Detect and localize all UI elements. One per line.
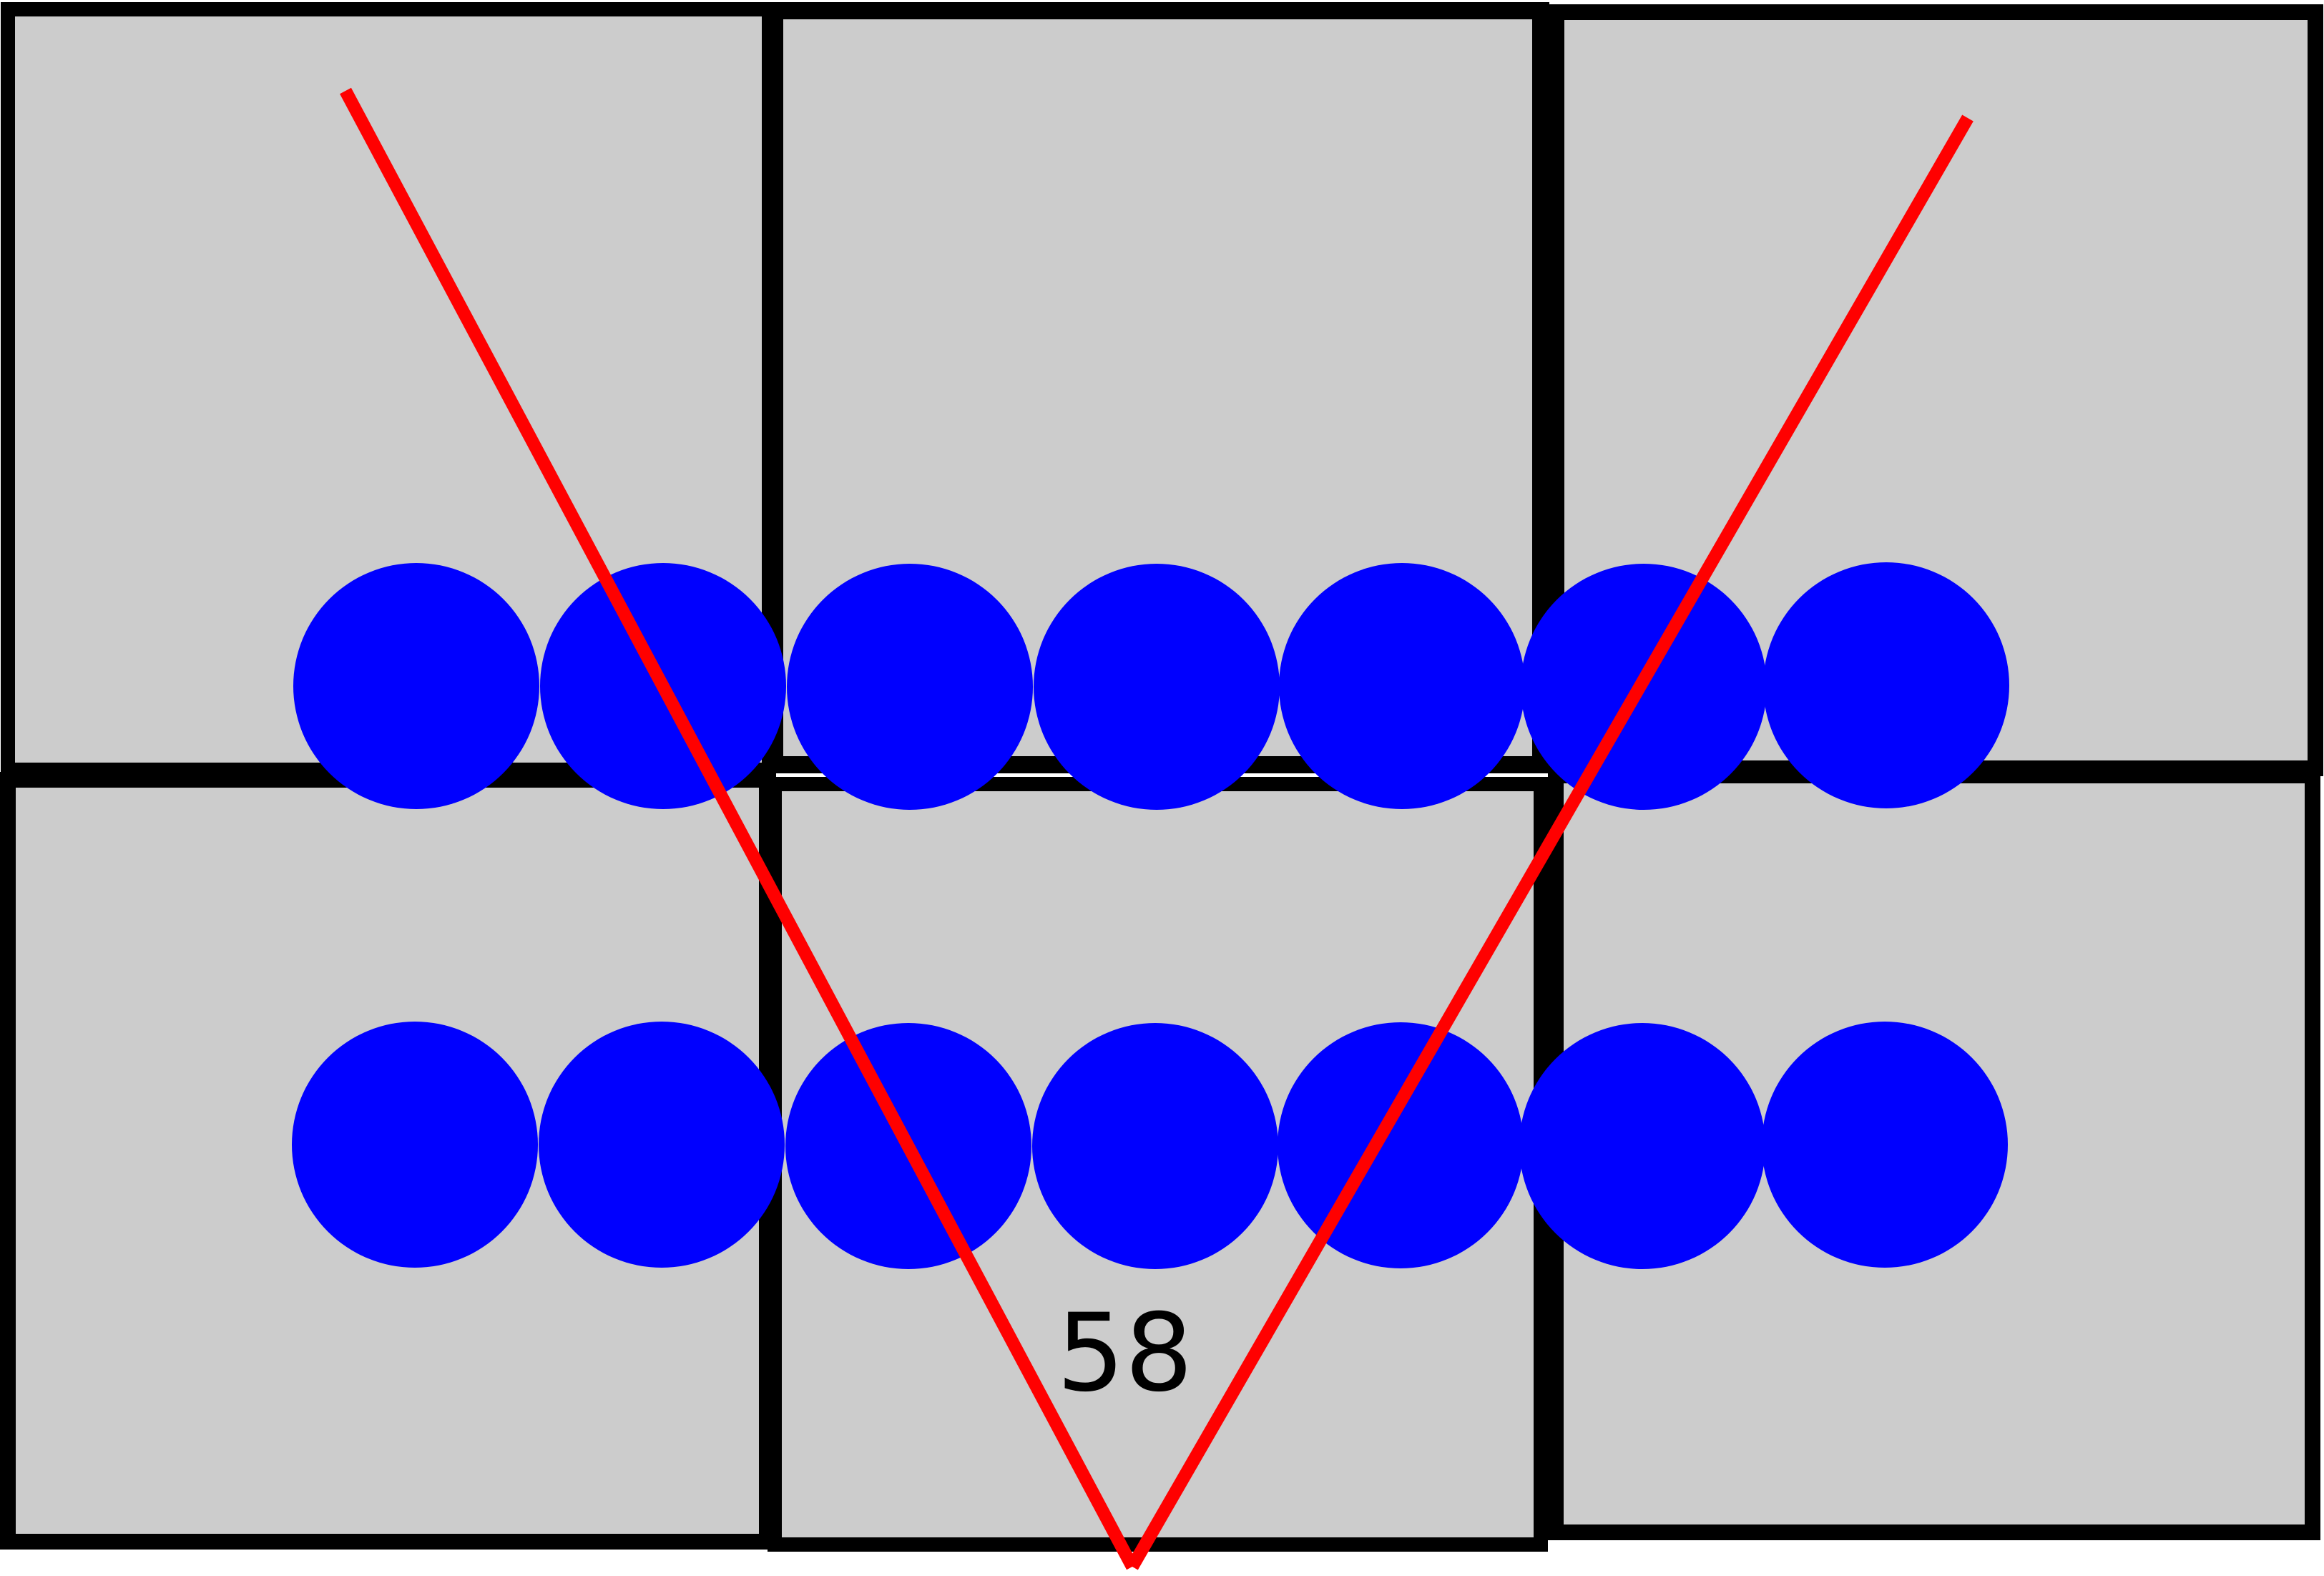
dot-5 — [1279, 563, 1525, 809]
angle-rays — [340, 87, 1974, 1570]
dot-3 — [787, 564, 1033, 810]
dot-14 — [1762, 1022, 2008, 1268]
dot-row-top — [293, 562, 2009, 810]
dot-7 — [1763, 562, 2009, 808]
ray-right — [1127, 114, 1974, 1570]
dot-11 — [1032, 1023, 1278, 1269]
dot-13 — [1519, 1023, 1765, 1269]
angle-label: 58 — [1056, 1291, 1193, 1416]
dot-1 — [293, 563, 539, 809]
dot-9 — [539, 1022, 785, 1268]
ray-left — [340, 87, 1138, 1570]
dot-12 — [1278, 1022, 1524, 1268]
dot-4 — [1034, 564, 1280, 810]
dot-8 — [292, 1022, 538, 1268]
